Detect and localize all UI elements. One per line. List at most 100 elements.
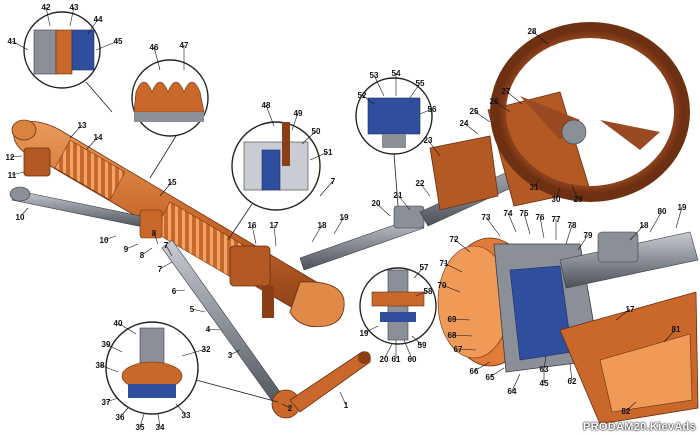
callout-leader-19b xyxy=(675,206,683,229)
callout-leader-6 xyxy=(173,289,186,292)
callout-24: 24 xyxy=(460,119,479,135)
callout-number-48: 48 xyxy=(262,101,271,110)
callout-leader-44 xyxy=(87,18,99,35)
callout-leader-3 xyxy=(229,349,241,356)
callout-number-56: 56 xyxy=(428,105,437,114)
callout-10: 10 xyxy=(100,235,117,245)
callout-leader-5 xyxy=(191,308,206,313)
watermark-text: PRODAM20.KievAds xyxy=(583,421,696,433)
callout-number-44: 44 xyxy=(94,15,103,24)
callout-number-31: 31 xyxy=(530,183,539,192)
callout-number-37: 37 xyxy=(102,398,111,407)
callout-number-35: 35 xyxy=(136,423,145,432)
callout-number-52: 52 xyxy=(358,91,367,100)
callout-leader-10 xyxy=(103,235,117,241)
callout-number-76: 76 xyxy=(536,213,545,222)
callout-number-60: 60 xyxy=(408,355,417,364)
callout-number-26: 26 xyxy=(490,97,499,106)
callout-leader-65 xyxy=(489,367,505,378)
callout-leader-49 xyxy=(291,112,299,131)
callout-65: 65 xyxy=(486,367,505,382)
callout-number-59: 59 xyxy=(418,341,427,350)
callout-11: 11 xyxy=(8,171,25,180)
callout-79: 79 xyxy=(577,231,593,251)
callout-number-23: 23 xyxy=(424,136,433,145)
callout-19b: 19 xyxy=(675,203,687,229)
callout-number-21: 21 xyxy=(394,191,403,200)
callout-leader-42 xyxy=(45,6,51,27)
callout-26: 26 xyxy=(490,97,511,113)
callout-leader-78 xyxy=(565,224,573,245)
callout-38: 38 xyxy=(96,361,119,373)
callout-number-41: 41 xyxy=(8,37,17,46)
callout-leader-38 xyxy=(99,364,119,373)
callout-leader-63 xyxy=(543,355,547,370)
callout-number-71: 71 xyxy=(440,259,449,268)
callout-number-70: 70 xyxy=(438,281,447,290)
callout-number-4: 4 xyxy=(206,325,211,334)
tie-rods xyxy=(9,186,371,419)
callout-number-32: 32 xyxy=(202,345,211,354)
callout-number-73: 73 xyxy=(482,213,491,222)
callout-35: 35 xyxy=(136,413,145,432)
column-lower-assembly xyxy=(437,231,699,425)
callout-number-19: 19 xyxy=(340,213,349,222)
callout-43: 43 xyxy=(70,3,79,27)
callout-number-25: 25 xyxy=(470,107,479,116)
callout-16: 16 xyxy=(248,221,257,245)
callout-leader-27 xyxy=(505,90,523,105)
callout-number-1: 1 xyxy=(344,401,349,410)
callout-17b: 17 xyxy=(615,305,635,321)
callout-number-24: 24 xyxy=(460,119,469,128)
callout-leader-46 xyxy=(153,46,161,71)
callout-number-79: 79 xyxy=(584,231,593,240)
callout-leader-51 xyxy=(309,151,329,161)
callout-80: 80 xyxy=(649,207,667,233)
callout-40: 40 xyxy=(114,319,137,335)
callout-5: 5 xyxy=(190,305,206,314)
callout-number-20: 20 xyxy=(372,199,381,208)
callout-31: 31 xyxy=(530,177,541,192)
callout-leader-15 xyxy=(159,181,173,197)
callout-leader-19c xyxy=(363,325,379,334)
callout-leader-20 xyxy=(375,202,391,217)
callout-number-55: 55 xyxy=(416,79,425,88)
callout-leader-79 xyxy=(577,234,589,251)
callout-leader-59 xyxy=(411,335,423,346)
callout-18b: 18 xyxy=(629,221,649,241)
callout-72: 72 xyxy=(450,235,471,253)
callout-leader-32 xyxy=(181,348,207,357)
callout-number-40: 40 xyxy=(114,319,123,328)
callout-13: 13 xyxy=(69,121,87,139)
callout-leader-17b xyxy=(615,308,631,321)
callout-77: 77 xyxy=(552,215,561,240)
callout-18: 18 xyxy=(311,221,327,243)
callout-number-8b: 8 xyxy=(152,229,157,238)
callout-8: 8 xyxy=(140,247,153,260)
callout-number-50: 50 xyxy=(312,127,321,136)
callout-number-30: 30 xyxy=(552,195,561,204)
callout-56: 56 xyxy=(419,105,437,115)
callout-leader-10b xyxy=(19,207,29,218)
callout-leader-50 xyxy=(301,130,317,145)
callout-leader-39 xyxy=(105,343,123,353)
callout-20b: 20 xyxy=(380,343,393,364)
callout-leader-82 xyxy=(625,401,637,412)
callout-51: 51 xyxy=(309,148,333,161)
inset-pinion-detail xyxy=(227,121,321,241)
callout-leader-56 xyxy=(419,108,433,115)
callout-45b: 45 xyxy=(540,366,549,388)
callout-number-54: 54 xyxy=(392,69,401,78)
callout-leader-13 xyxy=(69,124,83,139)
callout-60: 60 xyxy=(403,339,417,364)
callout-48: 48 xyxy=(262,101,275,127)
callout-20: 20 xyxy=(372,199,391,217)
callout-leader-34 xyxy=(157,413,161,428)
callout-number-69: 69 xyxy=(448,315,457,324)
callout-10b: 10 xyxy=(16,207,29,222)
callout-number-19b: 19 xyxy=(678,203,687,212)
callout-21: 21 xyxy=(394,191,411,211)
callout-number-12: 12 xyxy=(6,153,15,162)
callout-leader-35 xyxy=(139,413,145,428)
callout-number-17: 17 xyxy=(270,221,279,230)
